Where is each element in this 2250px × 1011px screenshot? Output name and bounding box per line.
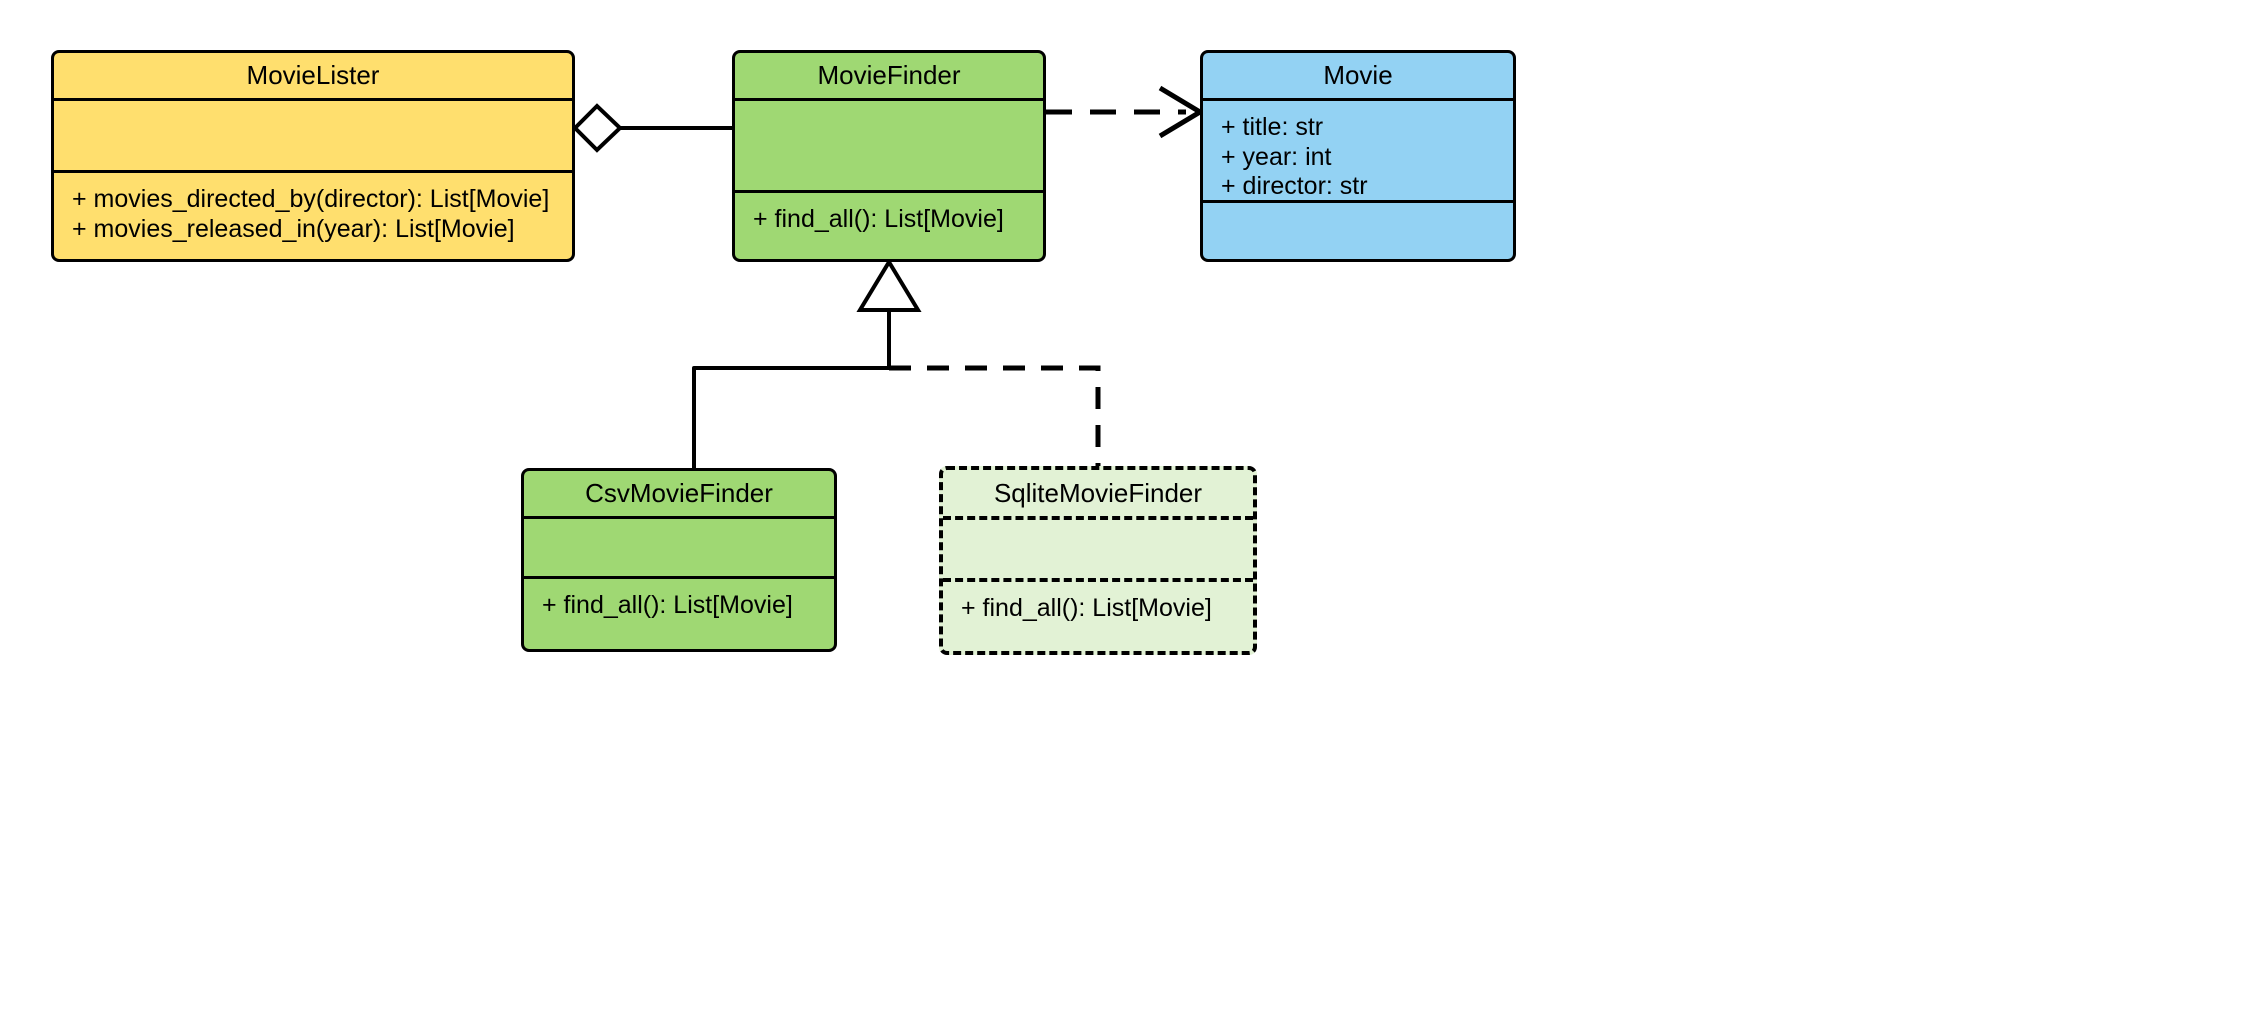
- class-attributes-sqlitemoviefinder: [943, 520, 1253, 582]
- class-attributes-moviefinder: [735, 101, 1043, 193]
- class-attributes-movie: + title: str + year: int + director: str: [1203, 101, 1513, 203]
- uml-class-moviefinder[interactable]: MovieFinder + find_all(): List[Movie]: [732, 50, 1046, 262]
- operation-item: + find_all(): List[Movie]: [961, 594, 1212, 622]
- csv-generalization-line: [692, 366, 889, 468]
- class-operations-csvmoviefinder: + find_all(): List[Movie]: [524, 579, 834, 649]
- class-name-moviefinder: MovieFinder: [735, 53, 1043, 101]
- hollow-triangle-icon: [856, 258, 922, 312]
- uml-class-csvmoviefinder[interactable]: CsvMovieFinder + find_all(): List[Movie]: [521, 468, 837, 652]
- class-operations-moviefinder: + find_all(): List[Movie]: [735, 193, 1043, 259]
- class-name-movielister: MovieLister: [54, 53, 572, 101]
- dependency-moviefinder-movie[interactable]: [1046, 85, 1205, 139]
- hollow-diamond-icon: [572, 103, 623, 153]
- operation-item: + movies_directed_by(director): List[Mov…: [72, 185, 550, 213]
- attribute-item: + director: str: [1221, 172, 1368, 200]
- uml-class-movie[interactable]: Movie + title: str + year: int + directo…: [1200, 50, 1516, 262]
- class-attributes-csvmoviefinder: [524, 519, 834, 579]
- class-name-sqlitemoviefinder: SqliteMovieFinder: [943, 470, 1253, 520]
- uml-class-movielister[interactable]: MovieLister + movies_directed_by(directo…: [51, 50, 575, 262]
- class-operations-movie: [1203, 203, 1513, 259]
- aggregation-movielister-moviefinder[interactable]: [572, 103, 732, 153]
- operation-item: + movies_released_in(year): List[Movie]: [72, 214, 515, 243]
- generalization-csvmoviefinder-moviefinder[interactable]: [692, 366, 889, 468]
- open-arrow-icon: [1158, 85, 1205, 139]
- attribute-item: + year: int: [1221, 142, 1332, 171]
- generalization-trunk: [856, 258, 922, 368]
- class-attributes-movielister: [54, 101, 572, 173]
- operation-item: + find_all(): List[Movie]: [753, 205, 1004, 233]
- operation-item: + find_all(): List[Movie]: [542, 591, 793, 619]
- attribute-item: + title: str: [1221, 113, 1324, 141]
- class-name-csvmoviefinder: CsvMovieFinder: [524, 471, 834, 519]
- class-name-movie: Movie: [1203, 53, 1513, 101]
- uml-class-sqlitemoviefinder[interactable]: SqliteMovieFinder + find_all(): List[Mov…: [939, 466, 1257, 655]
- generalization-sqlitemoviefinder-moviefinder[interactable]: [889, 365, 1101, 466]
- class-operations-movielister: + movies_directed_by(director): List[Mov…: [54, 173, 572, 259]
- sqlite-generalization-line: [889, 365, 1101, 466]
- class-operations-sqlitemoviefinder: + find_all(): List[Movie]: [943, 582, 1253, 651]
